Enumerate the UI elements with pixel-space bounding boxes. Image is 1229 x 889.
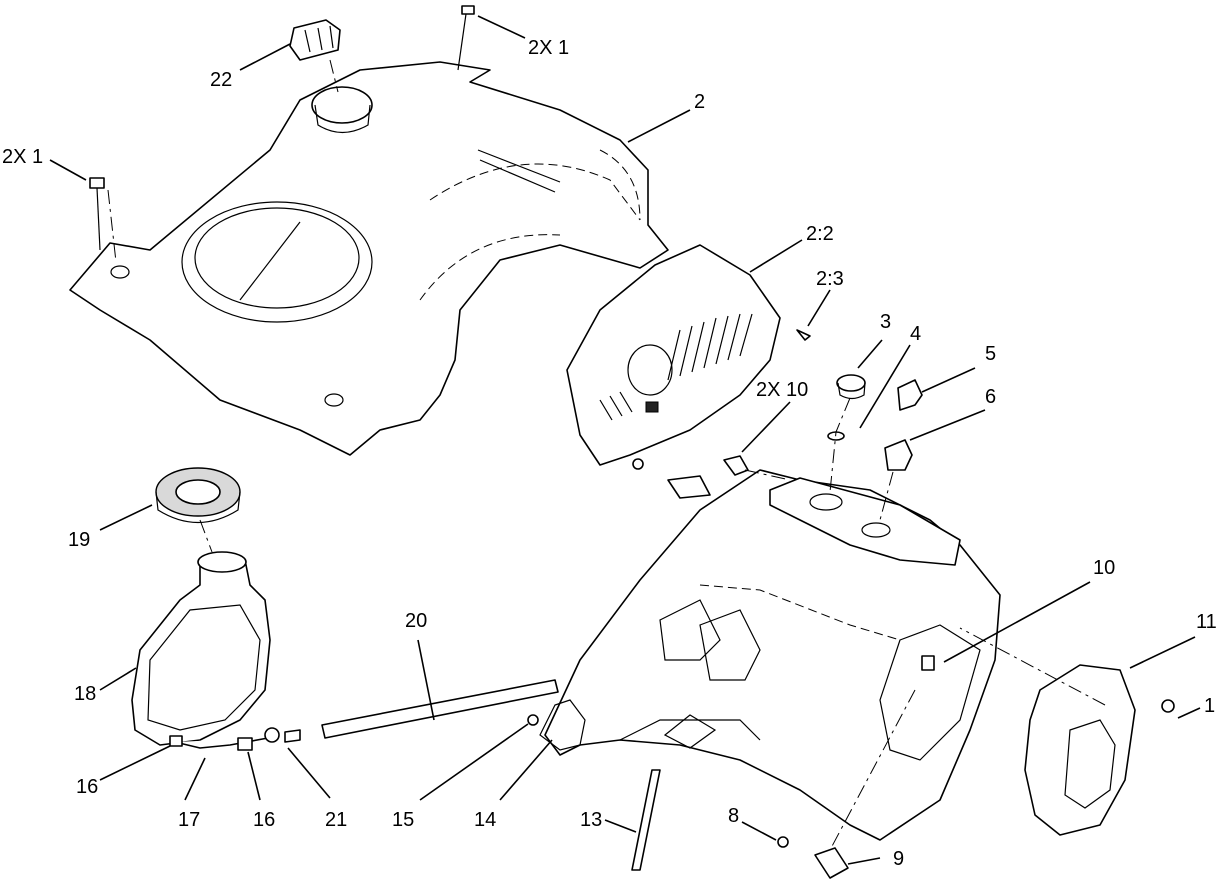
callout-10: 10 bbox=[1093, 557, 1115, 579]
callout-2: 2 bbox=[694, 91, 705, 113]
callout-13: 13 bbox=[580, 809, 602, 831]
callout-8: 8 bbox=[728, 805, 739, 827]
callout-20: 20 bbox=[405, 610, 427, 632]
callout-22: 22 bbox=[210, 69, 232, 91]
callout-17: 17 bbox=[178, 809, 200, 831]
callout-2-3: 2:3 bbox=[816, 268, 844, 290]
callout-2x1-top: 2X 1 bbox=[528, 37, 569, 59]
rod bbox=[631, 769, 661, 871]
callout-5: 5 bbox=[985, 343, 996, 365]
fuel-line bbox=[169, 679, 559, 751]
callout-21: 21 bbox=[325, 809, 347, 831]
callout-2x10: 2X 10 bbox=[756, 379, 808, 401]
callout-9: 9 bbox=[893, 848, 904, 870]
callout-2x1-left: 2X 1 bbox=[2, 146, 43, 168]
callout-3: 3 bbox=[880, 311, 891, 333]
hardware bbox=[89, 5, 1175, 879]
upper-shroud bbox=[69, 61, 669, 456]
callout-19: 19 bbox=[68, 529, 90, 551]
callout-4: 4 bbox=[910, 323, 921, 345]
callout-15: 15 bbox=[392, 809, 414, 831]
fuel-tank bbox=[131, 467, 271, 746]
leader-lines bbox=[49, 15, 1201, 865]
callout-14: 14 bbox=[474, 809, 496, 831]
vented-panel bbox=[566, 244, 781, 466]
callout-2-2: 2:2 bbox=[806, 223, 834, 245]
callout-labels: 2X 1 22 2 2X 1 2:2 2:3 3 4 5 6 2X 10 10 … bbox=[2, 37, 1217, 870]
callout-18: 18 bbox=[74, 683, 96, 705]
callout-6: 6 bbox=[985, 386, 996, 408]
side-cover bbox=[1024, 664, 1136, 836]
callout-16a: 16 bbox=[76, 776, 98, 798]
callout-1: 1 bbox=[1204, 695, 1215, 717]
callout-16b: 16 bbox=[253, 809, 275, 831]
callout-11: 11 bbox=[1196, 611, 1217, 633]
lower-shroud bbox=[539, 469, 1001, 841]
